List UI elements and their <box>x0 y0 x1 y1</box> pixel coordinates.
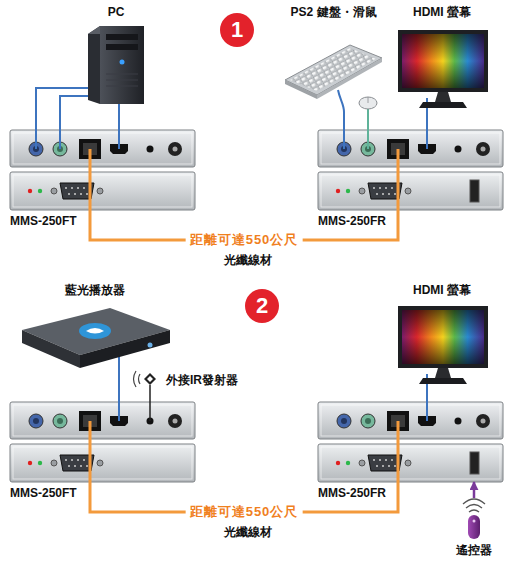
node-label: PS2 鍵盤・滑鼠 <box>290 6 376 20</box>
ps2-cable <box>60 96 88 130</box>
receiver-unit: MMS-250FR <box>318 402 503 482</box>
cable-type-label: 光纖線材 <box>224 525 272 539</box>
callout-circle: 1 <box>220 13 254 47</box>
transmitter-unit: MMS-250FT <box>10 130 195 210</box>
callout-number: 2 <box>256 295 268 317</box>
bluray-player-illustration: 藍光播放器 <box>18 306 172 370</box>
node-label: MMS-250FR <box>318 487 386 501</box>
callout-number: 1 <box>231 19 243 41</box>
keyboard-mouse-illustration: PS2 鍵盤・滑鼠 <box>282 40 385 112</box>
ps2-cable <box>367 112 369 130</box>
hdmi-cable <box>426 112 428 130</box>
distance-label: 距離可達550公尺 <box>186 504 303 520</box>
remote-control-illustration: 遙控器 <box>462 498 486 540</box>
node-label: PC <box>108 6 125 20</box>
node-label: MMS-250FT <box>10 215 77 229</box>
monitor-illustration: HDMI 螢幕 <box>392 28 492 112</box>
hdmi-cable <box>426 388 428 402</box>
receiver-unit: MMS-250FR <box>318 130 503 210</box>
node-label: HDMI 螢幕 <box>413 6 471 20</box>
ir-cable <box>149 394 151 402</box>
node-label: 藍光播放器 <box>65 284 125 298</box>
cable-type-label: 光纖線材 <box>224 253 272 267</box>
callout-circle: 2 <box>245 289 279 323</box>
node-label: 遙控器 <box>456 544 492 558</box>
hdmi-cable <box>118 104 120 130</box>
distance-label: 距離可達550公尺 <box>186 232 303 248</box>
node-label: HDMI 螢幕 <box>413 284 471 298</box>
ir-emitter-illustration: 外接IR發射器 <box>134 368 160 394</box>
monitor-illustration: HDMI 螢幕 <box>392 304 492 388</box>
node-label: 外接IR發射器 <box>166 374 238 388</box>
hdmi-cable <box>118 370 120 402</box>
node-label: MMS-250FR <box>318 215 386 229</box>
pc-illustration: PC <box>88 24 144 104</box>
transmitter-unit: MMS-250FT <box>10 402 195 482</box>
ir-signal-arrow <box>473 482 476 498</box>
node-label: MMS-250FT <box>10 487 77 501</box>
ps2-cable <box>36 88 88 130</box>
ps2-cable <box>343 112 345 130</box>
